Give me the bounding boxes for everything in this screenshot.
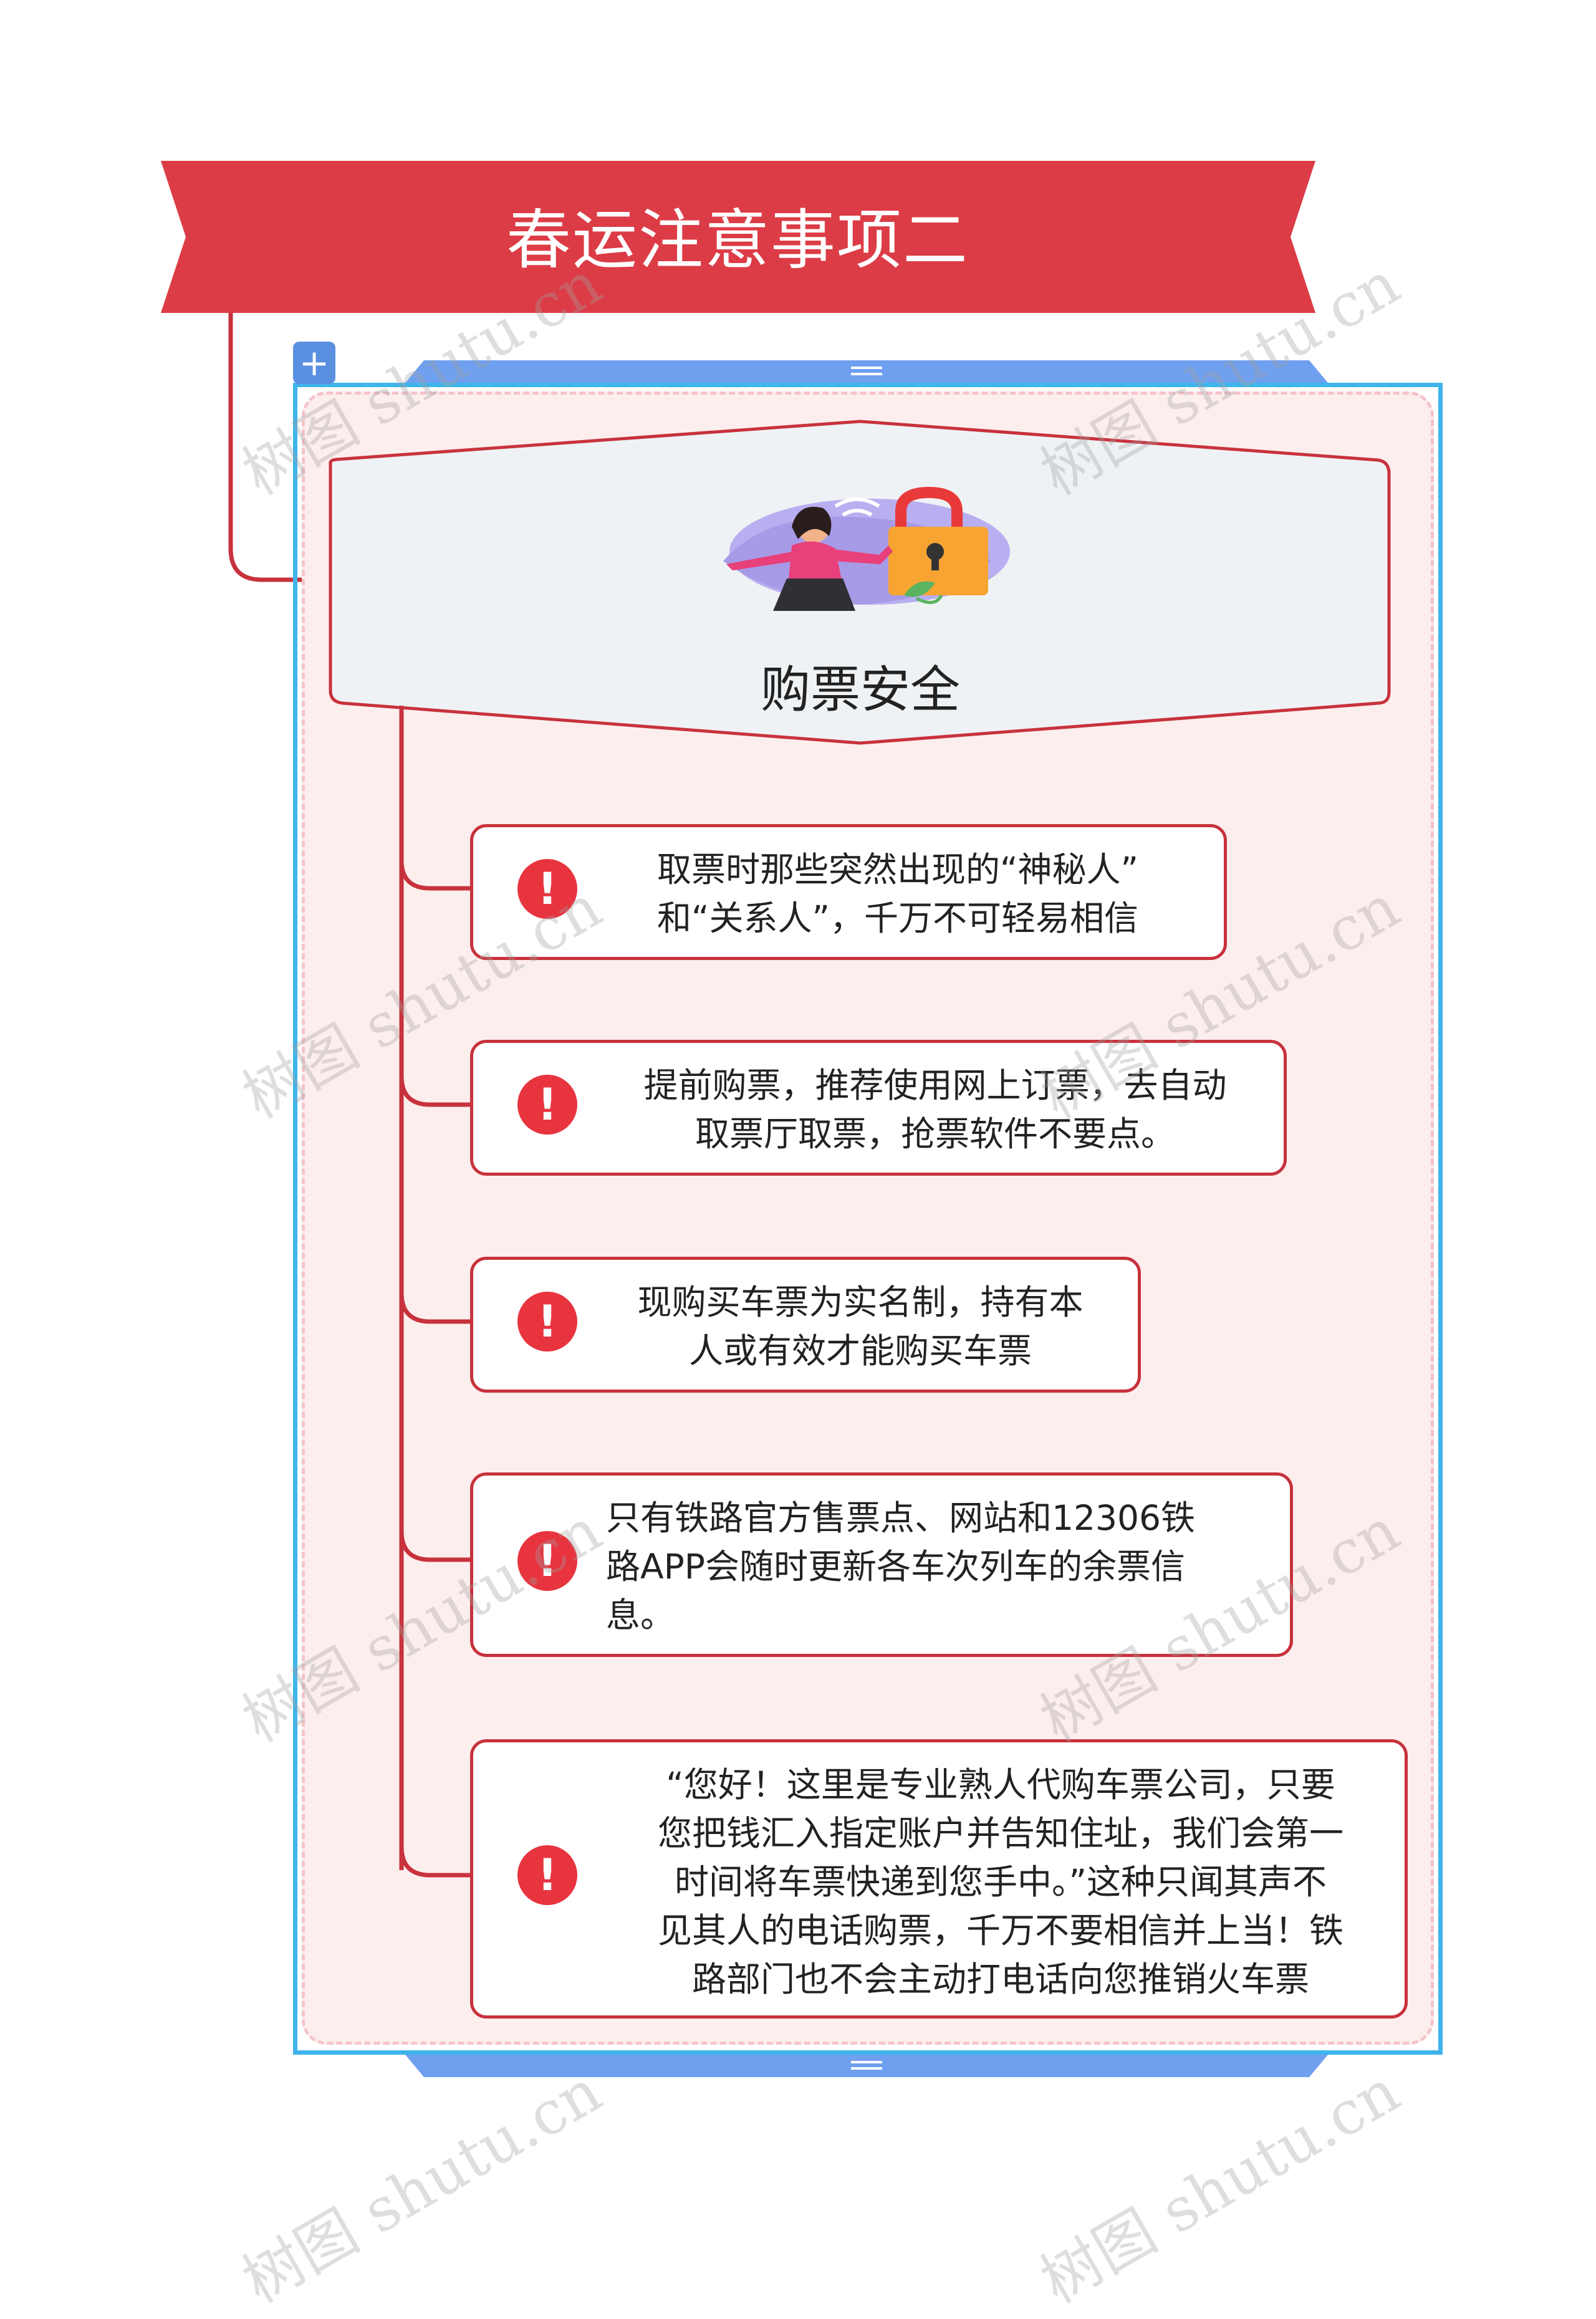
tip-card-5-line-5: 路部门也不会主动打电话向您推销火车票: [691, 1959, 1309, 1999]
tip-card-5-line-4: 见其人的电话购票，千万不要相信并上当！铁: [657, 1911, 1344, 1951]
exclamation-icon: !: [517, 1531, 577, 1591]
exclamation-icon: !: [517, 1292, 577, 1352]
tip-card-1-line-2: 和“关系人”，千万不可轻易相信: [657, 898, 1138, 938]
tip-card-5-line-2: 您把钱汇入指定账户并告知住址，我们会第一: [657, 1813, 1344, 1853]
branch-1: [399, 860, 471, 891]
tip-card-5[interactable]: [470, 1739, 1408, 2019]
topic-label: 购票安全: [761, 661, 960, 719]
tip-card-5-line-3: 时间将车票快递到您手中。”这种只闻其声不: [675, 1862, 1327, 1902]
woman-with-padlock-illustration: [723, 486, 1010, 611]
tip-card-2-line-2: 取票厅取票，抢票软件不要点。: [695, 1114, 1175, 1154]
bottom-collapse-handle: [405, 2055, 1328, 2077]
tip-card-4-line-2: 路APP会随时更新各车次列车的余票信: [606, 1547, 1185, 1587]
tip-card-3-line-2: 人或有效才能购买车票: [688, 1331, 1032, 1371]
title-to-topic-connector: [228, 313, 329, 582]
top-collapse-handle: [405, 360, 1328, 383]
tip-card-2[interactable]: [470, 1040, 1287, 1176]
title-ribbon: [161, 161, 1328, 2077]
exclamation-icon: !: [517, 859, 577, 919]
tip-card-3-line-1: 现购买车票为实名制，持有本: [637, 1282, 1084, 1322]
branch-5: [399, 1846, 471, 1878]
title-banner-shape: [161, 161, 1315, 313]
tip-card-4-line-1: 只有铁路官方售票点、网站和12306铁: [606, 1498, 1195, 1538]
branch-2: [399, 1075, 471, 1107]
tip-card-1-line-1: 取票时那些突然出现的“神秘人”: [657, 850, 1138, 890]
tip-card-1[interactable]: [470, 824, 1227, 960]
page-title: 春运注意事项二: [506, 201, 969, 278]
group-selection-border[interactable]: [293, 383, 1443, 2055]
branch-4: [399, 1530, 471, 1562]
branch-3: [399, 1292, 471, 1324]
exclamation-icon: !: [517, 1845, 577, 1905]
tip-card-4-line-3: 息。: [606, 1595, 675, 1635]
tip-card-5-line-1: “您好！这里是专业熟人代购车票公司，只要: [666, 1765, 1335, 1805]
tip-card-3[interactable]: [470, 1257, 1141, 1393]
topic-and-connectors: [329, 420, 1391, 1878]
tip-card-2-line-1: 提前购票，推荐使用网上订票，去自动: [643, 1065, 1227, 1105]
expand-plus-icon[interactable]: +: [293, 342, 335, 384]
tip-card-4[interactable]: [470, 1472, 1293, 1657]
exclamation-icon: !: [517, 1075, 577, 1135]
